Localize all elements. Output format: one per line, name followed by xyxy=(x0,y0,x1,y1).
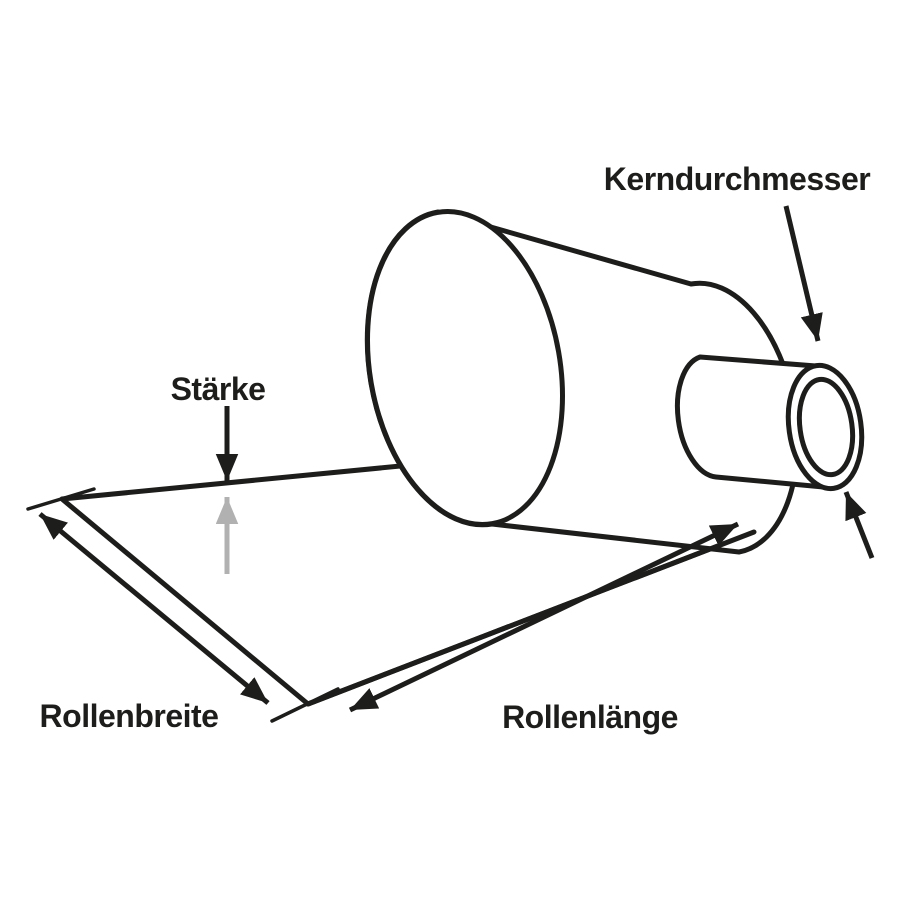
core-inner-hole xyxy=(796,376,856,478)
roll-length-label: Rollenlänge xyxy=(502,699,678,735)
dimension-tick-bottom-corner xyxy=(270,687,340,723)
core-diameter-arrow-top xyxy=(783,205,823,342)
thickness-label: Stärke xyxy=(171,371,266,407)
roll-width-label: Rollenbreite xyxy=(40,698,219,734)
core-diameter-label: Kerndurchmesser xyxy=(604,161,870,197)
dimension-tick-left-corner xyxy=(26,487,96,511)
core-diameter-arrow-bottom xyxy=(843,491,875,559)
roll-front-face xyxy=(365,209,565,527)
roll-width-arrow xyxy=(38,512,270,705)
roll-length-arrow xyxy=(348,521,740,713)
